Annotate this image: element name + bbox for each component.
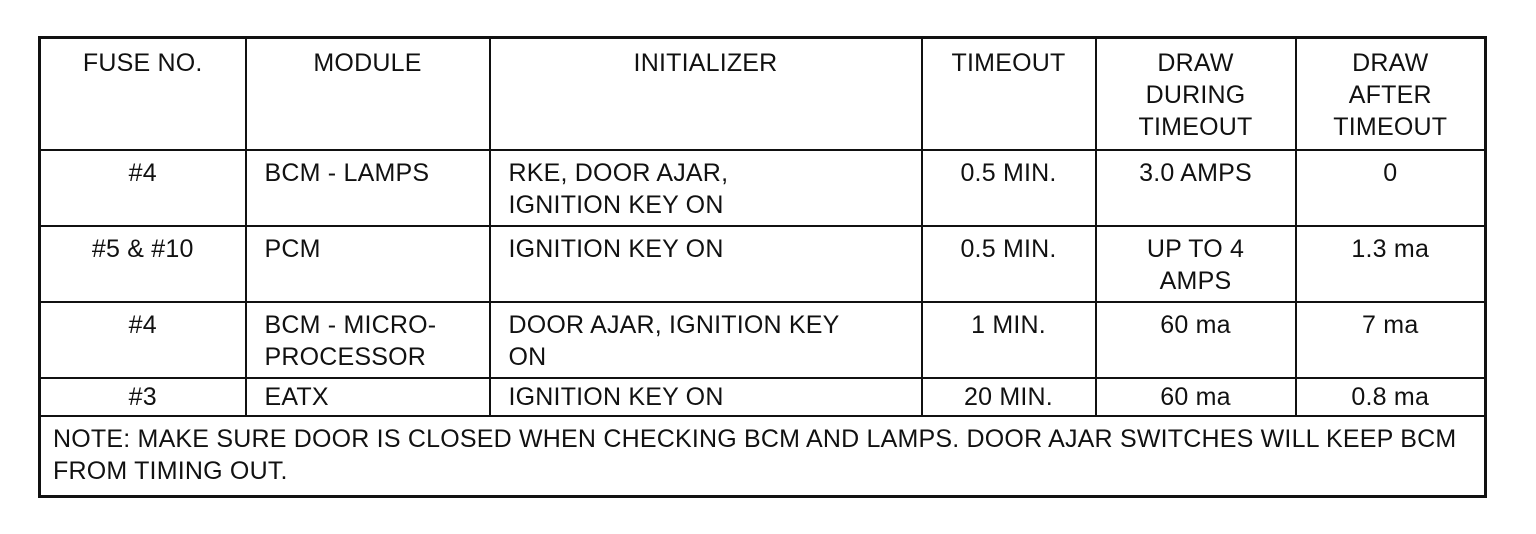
table-row: #5 & #10 PCM IGNITION KEY ON 0.5 MIN. UP… — [38, 225, 1487, 303]
cell-draw-during: 60 ma — [1094, 301, 1297, 379]
cell-draw-after: 7 ma — [1294, 301, 1487, 379]
cell-initializer: RKE, DOOR AJAR, IGNITION KEY ON — [488, 149, 923, 227]
cell-timeout: 0.5 MIN. — [920, 225, 1097, 303]
cell-fuse-no: #5 & #10 — [38, 225, 247, 303]
table-row: #4 BCM - LAMPS RKE, DOOR AJAR, IGNITION … — [38, 149, 1487, 227]
cell-module: BCM - MICRO- PROCESSOR — [244, 301, 491, 379]
table-row: #4 BCM - MICRO- PROCESSOR DOOR AJAR, IGN… — [38, 301, 1487, 379]
table-note: NOTE: MAKE SURE DOOR IS CLOSED WHEN CHEC… — [38, 415, 1487, 498]
table-row: #3 EATX IGNITION KEY ON 20 MIN. 60 ma 0.… — [38, 377, 1487, 417]
cell-timeout: 20 MIN. — [920, 377, 1097, 417]
header-draw-after-timeout: DRAW AFTER TIMEOUT — [1294, 36, 1487, 151]
header-timeout: TIMEOUT — [920, 36, 1097, 151]
cell-module: EATX — [244, 377, 491, 417]
cell-timeout: 1 MIN. — [920, 301, 1097, 379]
cell-module: BCM - LAMPS — [244, 149, 491, 227]
cell-initializer: IGNITION KEY ON — [488, 377, 923, 417]
cell-draw-during: 3.0 AMPS — [1094, 149, 1297, 227]
cell-draw-during: UP TO 4 AMPS — [1094, 225, 1297, 303]
cell-initializer: DOOR AJAR, IGNITION KEY ON — [488, 301, 923, 379]
cell-initializer: IGNITION KEY ON — [488, 225, 923, 303]
cell-draw-after: 1.3 ma — [1294, 225, 1487, 303]
cell-draw-after: 0 — [1294, 149, 1487, 227]
cell-draw-during: 60 ma — [1094, 377, 1297, 417]
header-module: MODULE — [244, 36, 491, 151]
header-draw-during-timeout: DRAW DURING TIMEOUT — [1094, 36, 1297, 151]
cell-module: PCM — [244, 225, 491, 303]
table-header-row: FUSE NO. MODULE INITIALIZER TIMEOUT DRAW… — [38, 36, 1487, 151]
cell-draw-after: 0.8 ma — [1294, 377, 1487, 417]
fuse-draw-table: FUSE NO. MODULE INITIALIZER TIMEOUT DRAW… — [38, 36, 1487, 498]
header-fuse-no: FUSE NO. — [38, 36, 247, 151]
table-note-row: NOTE: MAKE SURE DOOR IS CLOSED WHEN CHEC… — [38, 415, 1487, 498]
cell-timeout: 0.5 MIN. — [920, 149, 1097, 227]
cell-fuse-no: #4 — [38, 149, 247, 227]
cell-fuse-no: #3 — [38, 377, 247, 417]
header-initializer: INITIALIZER — [488, 36, 923, 151]
cell-fuse-no: #4 — [38, 301, 247, 379]
